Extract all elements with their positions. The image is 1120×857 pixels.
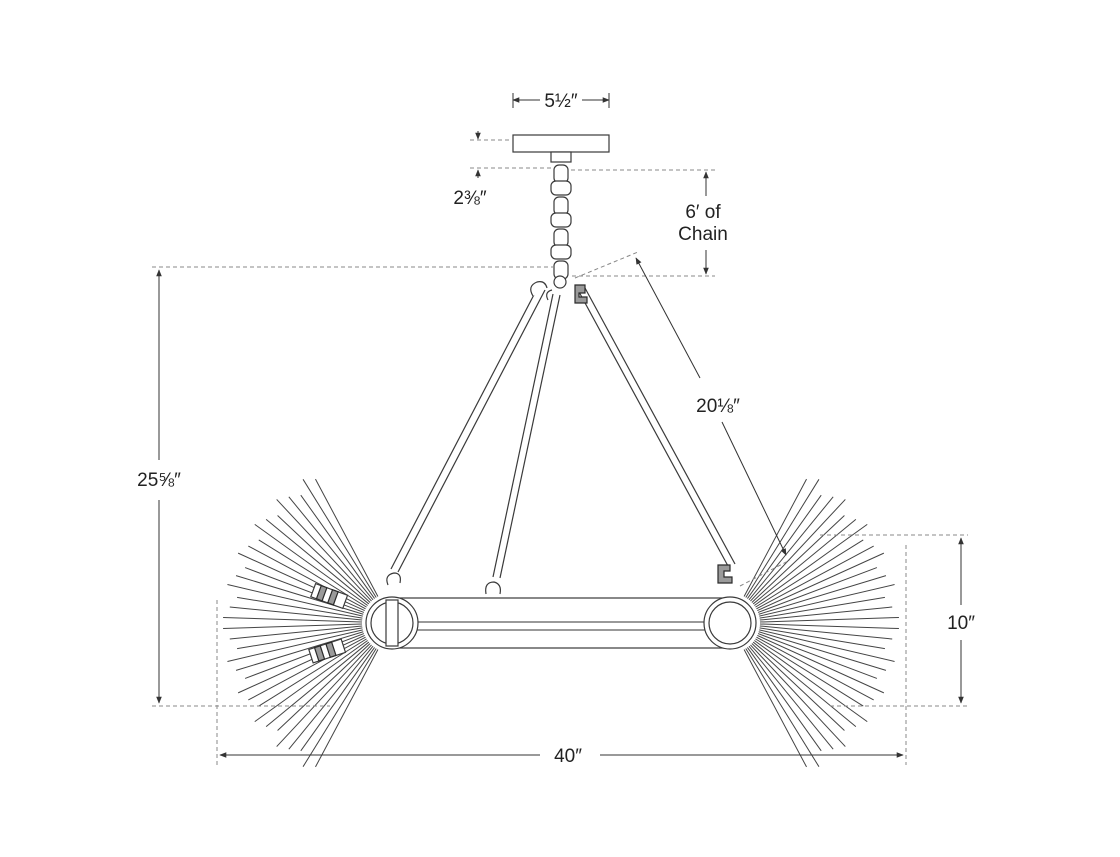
right-spike-cluster [743, 478, 899, 768]
spike [759, 606, 893, 621]
spike [265, 641, 370, 727]
spike [745, 479, 820, 598]
spike [759, 623, 899, 630]
spike [265, 519, 370, 605]
spike [759, 584, 895, 617]
spike [757, 633, 878, 679]
overall-width-label: 40″ [554, 746, 582, 767]
spike [302, 648, 377, 767]
chain-ring [553, 275, 567, 289]
spike [258, 638, 367, 707]
spike [750, 644, 846, 747]
spike [244, 633, 365, 679]
spike [288, 496, 374, 601]
chain-label-line: 6′ of [685, 202, 721, 223]
left-spike-cluster [223, 478, 379, 768]
spike [748, 496, 834, 601]
canopy-height-label: 2⅜″ [453, 188, 486, 209]
chain-label-line: Chain [678, 224, 728, 245]
spike [237, 596, 363, 619]
spike [227, 584, 363, 617]
spike [751, 643, 845, 731]
chain-length-dimension [571, 169, 715, 277]
spike [276, 499, 372, 602]
spike [755, 638, 864, 707]
spike [258, 539, 367, 608]
spike [756, 545, 874, 610]
spike [288, 645, 374, 750]
overall-height-dimension [152, 266, 555, 707]
chain-link [550, 180, 572, 196]
spike [748, 645, 834, 750]
spike [248, 636, 366, 701]
chain-link [550, 212, 572, 228]
spike [750, 499, 846, 602]
spike [752, 519, 857, 605]
spike [229, 606, 363, 621]
spike [757, 634, 885, 694]
spike [223, 616, 363, 623]
spike [300, 494, 375, 599]
spike [758, 575, 887, 615]
spike [755, 539, 864, 608]
spike [752, 641, 857, 727]
spike [758, 631, 887, 671]
spike [248, 545, 366, 610]
body-bar [365, 596, 757, 650]
spike [757, 552, 885, 612]
canopy-width-dimension [512, 93, 610, 108]
spike [277, 643, 371, 731]
spike [315, 478, 379, 597]
spike [743, 649, 807, 768]
spike [227, 629, 363, 662]
chain-link [553, 228, 569, 248]
spike [300, 647, 375, 752]
spike [759, 625, 893, 640]
spike [223, 623, 363, 630]
spike [754, 640, 868, 723]
spike [276, 644, 372, 747]
spike [254, 523, 368, 606]
overall-width-dimension [216, 545, 907, 765]
spike [315, 649, 379, 768]
chain-link [553, 196, 569, 216]
spike [756, 636, 874, 701]
spike [754, 523, 868, 606]
chain-link [550, 244, 572, 260]
suspension-rods [386, 281, 736, 595]
chain-link [553, 164, 569, 184]
arm-length-dimension [574, 251, 791, 587]
spike [254, 640, 368, 723]
spike [277, 515, 371, 603]
spike [745, 648, 820, 767]
canopy [512, 134, 610, 163]
spike [747, 494, 822, 599]
overall-height-label: 25⅝″ [137, 470, 181, 491]
spike [235, 631, 364, 671]
arm-length-label: 20⅛″ [696, 396, 740, 417]
spike [747, 647, 822, 752]
spike [759, 616, 899, 623]
chain [550, 164, 572, 289]
canopy-height-dimension [470, 131, 551, 178]
spike [237, 627, 363, 650]
spike [759, 596, 885, 619]
canopy-width-label: 5½″ [544, 91, 577, 112]
spike [743, 478, 807, 597]
bulbs [308, 582, 349, 664]
spike [302, 479, 377, 598]
spike [757, 567, 878, 613]
spike [751, 515, 845, 603]
spike [759, 627, 885, 650]
body-height-dimension [820, 534, 968, 707]
spike [229, 625, 363, 640]
spike [759, 629, 895, 662]
body-height-label: 10″ [947, 613, 975, 634]
